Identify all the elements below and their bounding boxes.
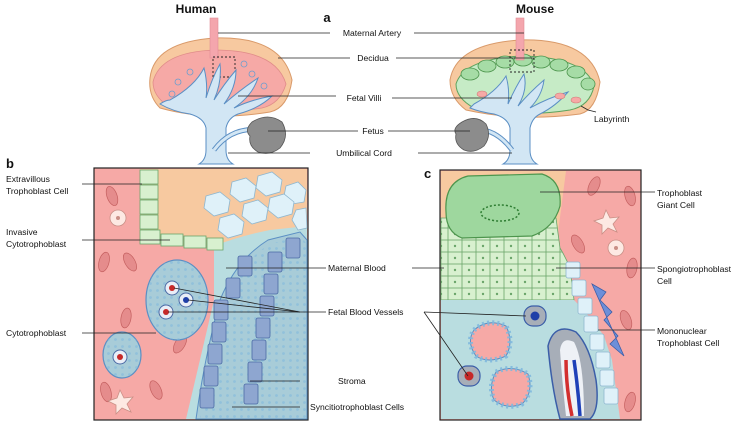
label-invasive-2: Cytotrophoblast bbox=[6, 239, 67, 249]
mononuclear-blue-cells bbox=[591, 283, 625, 357]
label-fetus: Fetus bbox=[362, 126, 384, 136]
label-invasive-1: Invasive bbox=[6, 227, 38, 237]
star-cell-b bbox=[106, 389, 134, 415]
human-villous-tree bbox=[159, 62, 274, 165]
panel-c bbox=[439, 169, 642, 421]
label-fetal-villi: Fetal Villi bbox=[347, 93, 382, 103]
fetal-vessels-c bbox=[457, 305, 547, 387]
human-artery-zoom-box bbox=[212, 56, 236, 78]
label-decidua: Decidua bbox=[357, 53, 389, 63]
fetal-vessels-b1 bbox=[158, 280, 194, 320]
human-fetus bbox=[247, 116, 286, 154]
label-cytotrophoblast: Cytotrophoblast bbox=[6, 328, 67, 338]
label-mononuclear-1: Mononuclear bbox=[657, 326, 707, 336]
mouse-placenta bbox=[449, 17, 601, 165]
panel-label-a: a bbox=[323, 10, 331, 25]
mouse-maternal-artery bbox=[515, 17, 525, 61]
panel-c-leaders bbox=[412, 191, 655, 377]
star-cell-c bbox=[592, 209, 620, 235]
panel-b bbox=[93, 167, 309, 421]
panel-label-c: c bbox=[424, 166, 431, 181]
panel-c-trophoblast-giant-cell bbox=[445, 173, 561, 239]
invasive-cytotrophoblast-cluster bbox=[203, 171, 308, 239]
extravillous-trophoblast-column bbox=[139, 169, 224, 251]
title-human: Human bbox=[176, 2, 217, 16]
mouse-fetus bbox=[454, 118, 489, 152]
label-trophoblast-giant-1: Trophoblast bbox=[657, 188, 703, 198]
panel-a-labels bbox=[218, 32, 534, 154]
label-spongiotrophoblast-2: Cell bbox=[657, 276, 672, 286]
panel-label-b: b bbox=[6, 156, 14, 171]
label-umbilical-cord: Umbilical Cord bbox=[336, 148, 392, 158]
mouse-giant-cell-layer bbox=[460, 53, 596, 91]
human-maternal-artery bbox=[209, 17, 219, 59]
label-extravillous-2: Trophoblast Cell bbox=[6, 186, 68, 196]
label-labyrinth: Labyrinth bbox=[594, 114, 630, 124]
human-placenta bbox=[149, 17, 293, 165]
label-stroma: Stroma bbox=[338, 376, 366, 386]
mouse-artery-zoom-box bbox=[509, 49, 535, 73]
label-maternal-blood: Maternal Blood bbox=[328, 263, 386, 273]
labyrinth-bracket bbox=[580, 105, 597, 113]
maternal-sinus-c bbox=[468, 320, 533, 409]
label-syncytiotrophoblast: Syncitiotrophoblast Cells bbox=[310, 402, 404, 412]
label-extravillous-1: Extravillous bbox=[6, 174, 50, 184]
maternal-rbc-c bbox=[571, 176, 638, 413]
mononuclear-trophoblast-layer bbox=[565, 261, 619, 405]
panel-b-leaders bbox=[82, 183, 326, 408]
label-maternal-artery: Maternal Artery bbox=[343, 28, 402, 38]
label-trophoblast-giant-2: Giant Cell bbox=[657, 200, 695, 210]
label-fetal-blood-vessels: Fetal Blood Vessels bbox=[328, 307, 403, 317]
title-mouse: Mouse bbox=[516, 2, 554, 16]
giant-cell-nucleus bbox=[480, 204, 520, 222]
label-mononuclear-2: Trophoblast Cell bbox=[657, 338, 719, 348]
label-spongiotrophoblast-1: Spongiotrophoblast bbox=[657, 264, 732, 274]
